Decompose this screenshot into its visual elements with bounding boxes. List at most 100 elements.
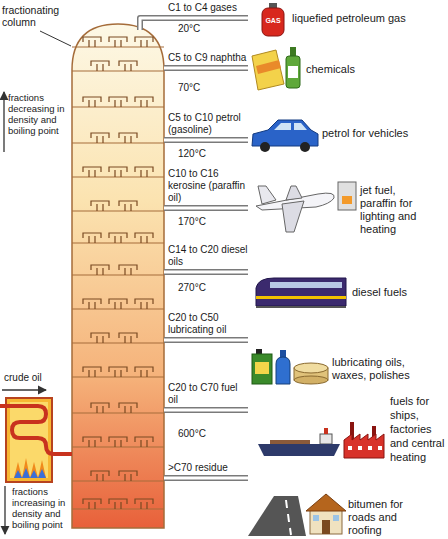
label-slot: 170°C (178, 216, 238, 227)
furnace (0, 398, 72, 482)
label-slot: chemicals (306, 63, 406, 76)
down-arrow (4, 486, 5, 534)
label-slot: 600°C (178, 428, 238, 439)
tray-plate (72, 142, 164, 143)
tray-plate (72, 480, 164, 481)
bubble-cap (83, 167, 101, 177)
bubble-cap (119, 61, 137, 71)
product-label: bitumen for roads and roofing (348, 498, 412, 537)
tray-plate (72, 176, 164, 177)
tray-plate (72, 242, 164, 243)
label-slot: 270°C (178, 282, 238, 293)
label-slot: fractions increasing in density and boil… (12, 486, 71, 530)
bubble-cap (83, 499, 101, 509)
factory-icon (344, 422, 384, 458)
label-slot: C20 to C50 lubricating oil (168, 312, 248, 336)
bubble-cap (91, 471, 109, 481)
bubble-cap-trays (72, 37, 164, 509)
tray-plate (72, 412, 164, 413)
bottle-text: GAS (262, 17, 284, 25)
product-label: lubricating oils, waxes, polishes (332, 356, 424, 382)
label-slot: C1 to C4 gases (168, 2, 248, 13)
tray-plate (72, 46, 164, 47)
label-slot: >C70 residue (168, 462, 248, 474)
fraction-label: C10 to C16 kerosine (paraffin oil) (168, 168, 248, 204)
label-slot: fuels for ships, factories and central h… (390, 394, 446, 464)
fraction-label: C14 to C20 diesel oils (168, 244, 248, 268)
temperature-label: 170°C (178, 216, 238, 227)
label-slot: fractionating column (2, 4, 72, 28)
train-icon (256, 278, 346, 308)
label-slot: GAS (262, 17, 284, 25)
product-label: diesel fuels (352, 286, 444, 299)
bubble-cap (109, 299, 127, 309)
direction-note: fractions decreasing in density and boil… (8, 92, 71, 136)
bubble-cap (135, 167, 153, 177)
label-slot: C14 to C20 diesel oils (168, 244, 248, 268)
fraction-label: >C70 residue (168, 462, 248, 474)
bubble-cap (119, 265, 137, 275)
road-and-house-icon (248, 494, 346, 536)
label-slot: bitumen for roads and roofing (348, 498, 412, 537)
lubricant-cans-icon (252, 349, 328, 384)
bubble-cap (83, 437, 101, 447)
label-slot: C5 to C9 naphtha (168, 52, 248, 64)
bubble-cap (109, 233, 127, 243)
fraction-label: C5 to C10 petrol (gasoline) (168, 112, 248, 136)
bubble-cap (119, 201, 137, 211)
bubble-cap (91, 133, 109, 143)
fraction-label: C20 to C50 lubricating oil (168, 312, 248, 336)
direction-note: fractions increasing in density and boil… (12, 486, 71, 530)
bubble-cap (109, 37, 127, 47)
bubble-cap (83, 37, 101, 47)
label-slot: C5 to C10 petrol (gasoline) (168, 112, 248, 136)
up-arrow (3, 92, 4, 152)
leader-line (40, 31, 71, 46)
product-label: jet fuel, paraffin for lighting and heat… (360, 184, 428, 236)
tray-plate (72, 446, 164, 447)
tray-plate (72, 308, 164, 309)
bubble-cap (83, 367, 101, 377)
bubble-cap (109, 167, 127, 177)
bubble-cap (119, 133, 137, 143)
bubble-cap (135, 367, 153, 377)
tray-plate (72, 274, 164, 275)
bubble-cap (83, 97, 101, 107)
bubble-cap (119, 471, 137, 481)
product-label: liquefied petroleum gas (292, 12, 446, 25)
label-slot: crude oil (4, 372, 64, 384)
column-name: fractionating column (2, 4, 72, 28)
bubble-cap (135, 437, 153, 447)
label-slot: lubricating oils, waxes, polishes (332, 356, 424, 382)
outlet-pipes (140, 18, 248, 478)
bubble-cap (91, 201, 109, 211)
paraffin-heater-icon (338, 182, 356, 210)
bubble-cap (135, 97, 153, 107)
bubble-cap (119, 403, 137, 413)
tray-plate (72, 508, 164, 509)
tray-plate (72, 376, 164, 377)
car-icon (252, 120, 318, 152)
product-label: chemicals (306, 63, 406, 76)
bubble-cap (135, 233, 153, 243)
bubble-cap (109, 97, 127, 107)
tray-plate (72, 342, 164, 343)
temperature-label: 70°C (178, 82, 238, 93)
bubble-cap (135, 499, 153, 509)
label-slot: 20°C (178, 23, 238, 34)
chemicals-icon (252, 47, 300, 90)
label-slot: 70°C (178, 82, 238, 93)
label-slot: 120°C (178, 148, 238, 159)
fractionating-column (72, 24, 164, 528)
bubble-cap (119, 333, 137, 343)
label-slot: C20 to C70 fuel oil (168, 382, 248, 406)
temperature-label: 600°C (178, 428, 238, 439)
bubble-cap (109, 499, 127, 509)
gas-bottle (262, 3, 284, 36)
fraction-label: C20 to C70 fuel oil (168, 382, 248, 406)
bubble-cap (91, 333, 109, 343)
bubble-cap (135, 37, 153, 47)
